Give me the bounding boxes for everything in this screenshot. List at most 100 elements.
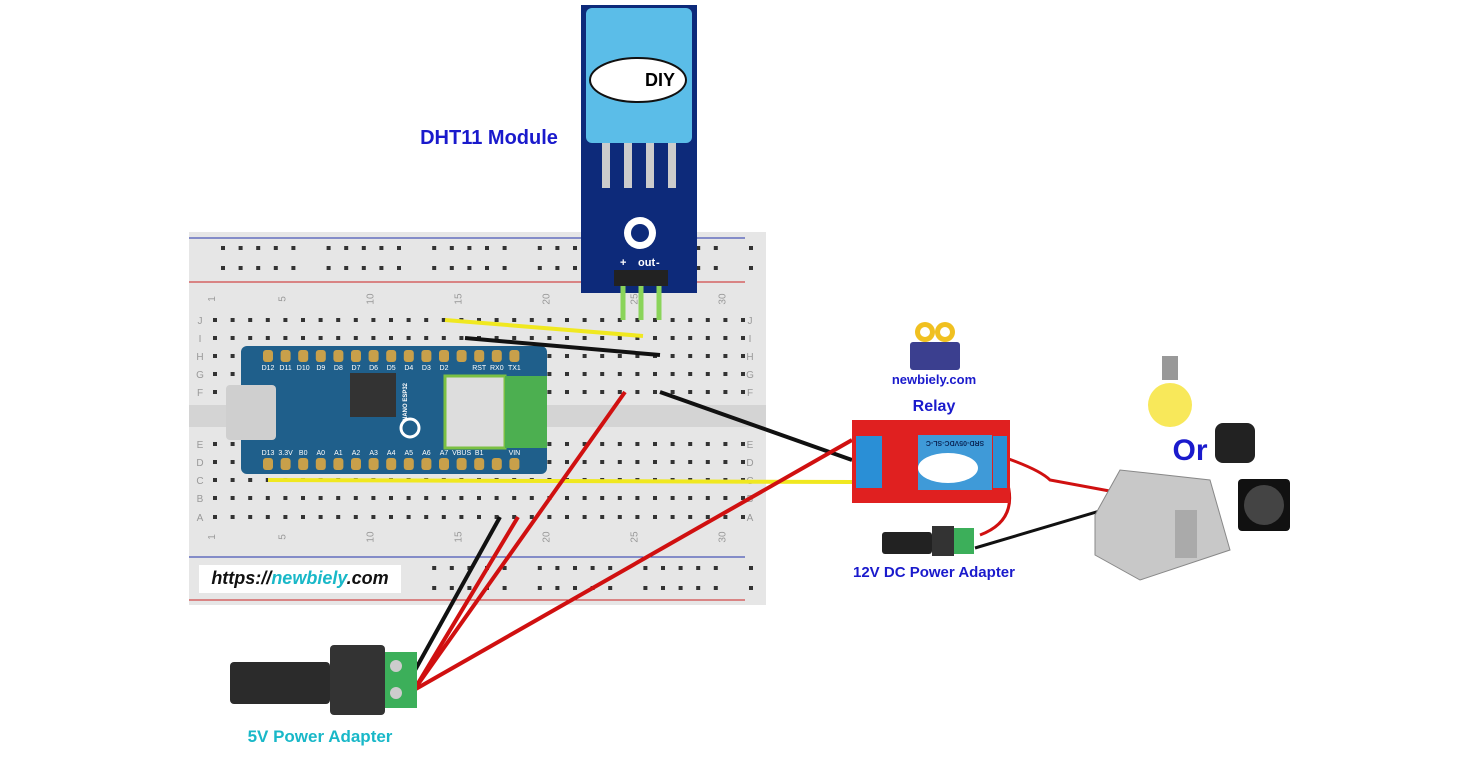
rail-hole [696,586,701,590]
pin-label: A6 [422,450,431,457]
rail-hole [344,246,349,250]
rail-hole [678,566,683,570]
row-letter: D [196,458,203,469]
rail-hole [449,246,454,250]
pin-label: VIN [509,450,521,457]
breadboard-hole [741,354,745,358]
row-letter: I [749,334,752,345]
rail-hole [537,586,542,590]
breadboard-hole [653,496,657,500]
breadboard-hole [283,336,288,340]
pin-label: RST [472,365,487,372]
breadboard-hole [230,496,235,500]
breadboard-hole [582,460,587,464]
rail-hole [643,586,648,590]
breadboard-hole [494,515,499,519]
breadboard-hole [301,318,305,322]
column-number: 10 [365,531,376,543]
breadboard-hole [582,442,587,446]
column-number: 20 [541,293,552,305]
svg-text:DIY: DIY [645,70,675,90]
breadboard-hole [441,515,446,519]
rail-hole [432,266,437,270]
breadboard-hole [547,442,552,446]
pin-label: D4 [404,365,413,372]
breadboard-hole [688,372,693,376]
rail-hole [749,266,753,270]
rail-hole [555,246,560,250]
rail-hole [696,566,701,570]
board-pin [315,350,326,362]
breadboard-hole [353,336,358,340]
url-prefix: https:// [211,568,272,588]
column-number: 5 [277,296,288,302]
rail-hole [485,246,489,250]
pin-label: D9 [316,365,325,372]
breadboard-hole [635,496,640,500]
rail-hole [326,266,331,270]
breadboard-hole [301,515,305,519]
breadboard-hole [688,318,693,322]
row-letter: A [747,513,754,524]
breadboard-hole [582,336,587,340]
url-label: https://newbiely.com [211,568,388,589]
breadboard-hole [741,336,745,340]
breadboard-hole [283,515,288,519]
board-pin [474,458,485,470]
breadboard-hole [705,318,710,322]
board-pin [456,458,467,470]
breadboard-hole [248,336,253,340]
breadboard-hole [565,372,569,376]
breadboard-hole [213,460,217,464]
board-pin [298,458,309,470]
url-suffix: .com [346,568,389,588]
board-pin [491,350,502,362]
rail-hole [449,566,454,570]
row-letter: E [197,440,204,451]
breadboard-hole [353,515,358,519]
board-pin [280,458,291,470]
breadboard-hole [477,496,481,500]
breadboard-hole [670,372,675,376]
breadboard-hole [582,390,587,394]
breadboard-hole [353,318,358,322]
breadboard-hole [565,354,569,358]
wire-yellow-data [444,318,644,338]
pin-label: D12 [262,365,275,372]
breadboard-hole [617,496,622,500]
rail-hole [221,246,225,250]
row-letter: H [746,352,753,363]
breadboard-hole [670,336,675,340]
rail-hole [485,266,489,270]
breadboard-hole [248,515,253,519]
board-pin [421,458,432,470]
breadboard-hole [617,442,622,446]
breadboard-hole [547,318,552,322]
breadboard-hole [265,478,270,482]
breadboard-hole [213,354,217,358]
wire-black-relay-gnd [659,390,853,462]
pin-label: D13 [262,450,275,457]
breadboard-hole [565,515,569,519]
breadboard-hole [336,318,341,322]
breadboard-hole [406,515,411,519]
breadboard-hole [265,336,270,340]
breadboard-hole [582,515,587,519]
breadboard-hole [477,318,481,322]
breadboard-hole [635,318,640,322]
breadboard-hole [688,442,693,446]
rail-hole [661,566,665,570]
board-pin [421,350,432,362]
pin-label: A1 [334,450,343,457]
wire-black-5v-gnd [412,516,502,673]
breadboard-hole [213,478,217,482]
fan-icon [1238,479,1290,531]
board-pin [368,350,379,362]
breadboard-hole [213,318,217,322]
rail-hole [361,246,366,250]
rail-hole [291,266,296,270]
breadboard-hole [600,496,605,500]
wire-red-relay-vcc [413,438,853,692]
breadboard-hole [230,460,235,464]
board-chip-text: NANO ESP32 [403,382,409,421]
